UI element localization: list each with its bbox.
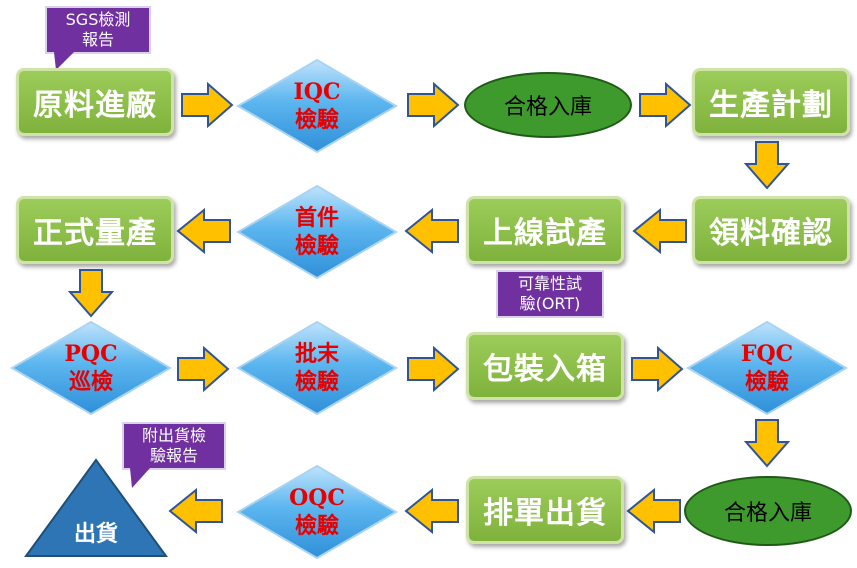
arrow-down-2 <box>68 269 114 318</box>
callout-shipping-pointer <box>130 468 150 488</box>
node-line-production[interactable]: 上線試產 <box>466 196 624 264</box>
node-material-confirm[interactable]: 領料確認 <box>692 196 850 264</box>
callout-shipping-report-line1: 附出貨檢 <box>141 426 206 445</box>
node-stock-in-1[interactable]: 合格入庫 <box>464 72 632 138</box>
node-shipping[interactable]: 出貨 <box>24 458 168 558</box>
node-pqc-line2: 巡檢 <box>68 369 113 395</box>
callout-ort: 可靠性試 驗(ORT) <box>496 270 604 318</box>
node-mass-production[interactable]: 正式量產 <box>16 196 174 264</box>
node-pqc[interactable]: PQC 巡檢 <box>10 320 172 416</box>
callout-sgs-report: SGS檢測 報告 <box>45 6 151 54</box>
node-end-batch-line1: 批末 <box>294 341 339 367</box>
arrow-down-1 <box>744 141 790 190</box>
node-stock-in-2-label: 合格入庫 <box>723 501 812 526</box>
node-fqc[interactable]: FQC 檢驗 <box>686 320 848 416</box>
arrow-right-4 <box>177 346 230 392</box>
node-material-confirm-label: 領料確認 <box>709 216 833 251</box>
node-packing-label: 包裝入箱 <box>483 352 607 387</box>
node-pqc-line1: PQC <box>64 341 118 367</box>
node-mass-production-label: 正式量產 <box>33 216 157 251</box>
arrow-left-4 <box>626 488 681 534</box>
arrow-down-3 <box>744 419 790 468</box>
node-raw-material-in[interactable]: 原料進廠 <box>16 68 174 136</box>
callout-sgs-line1: SGS檢測 <box>65 10 131 29</box>
node-packing[interactable]: 包裝入箱 <box>466 332 624 400</box>
arrow-left-2 <box>404 208 459 254</box>
arrow-right-6 <box>631 346 684 392</box>
node-first-article-line1: 首件 <box>294 205 339 231</box>
callout-ort-line1: 可靠性試 <box>517 274 582 293</box>
node-shipping-label: 出貨 <box>73 522 118 547</box>
callout-ort-line2: 驗(ORT) <box>519 294 581 313</box>
node-line-production-label: 上線試產 <box>483 216 607 251</box>
callout-sgs-pointer <box>54 52 74 70</box>
arrow-right-5 <box>407 346 460 392</box>
node-fqc-line2: 檢驗 <box>744 369 789 395</box>
callout-shipping-report: 附出貨檢 驗報告 <box>122 422 226 470</box>
arrow-right-1 <box>181 82 234 128</box>
node-production-plan-label: 生產計劃 <box>709 88 833 123</box>
arrow-left-3 <box>176 208 231 254</box>
arrow-right-3 <box>639 82 692 128</box>
node-oqc-line1: OQC <box>289 485 345 511</box>
callout-shipping-report-line2: 驗報告 <box>149 446 198 465</box>
node-stock-in-1-label: 合格入庫 <box>503 95 592 120</box>
node-end-batch-line2: 檢驗 <box>294 369 339 395</box>
node-raw-material-in-label: 原料進廠 <box>33 88 157 123</box>
node-ship-order-label: 排單出貨 <box>483 496 607 531</box>
node-iqc[interactable]: IQC 檢驗 <box>236 58 398 154</box>
node-end-batch[interactable]: 批末 檢驗 <box>236 320 398 416</box>
node-fqc-line1: FQC <box>740 341 794 367</box>
node-oqc[interactable]: OQC 檢驗 <box>236 464 398 560</box>
arrow-left-5 <box>404 488 459 534</box>
node-production-plan[interactable]: 生產計劃 <box>692 68 850 136</box>
callout-sgs-line2: 報告 <box>81 30 114 49</box>
node-oqc-line2: 檢驗 <box>294 513 339 539</box>
arrow-left-6 <box>168 488 223 534</box>
arrow-left-1 <box>632 208 687 254</box>
node-stock-in-2[interactable]: 合格入庫 <box>684 476 852 546</box>
node-iqc-line2: 檢驗 <box>294 107 339 133</box>
node-first-article[interactable]: 首件 檢驗 <box>236 184 398 280</box>
node-ship-order[interactable]: 排單出貨 <box>466 476 624 544</box>
node-iqc-line1: IQC <box>293 79 341 105</box>
node-first-article-line2: 檢驗 <box>294 233 339 259</box>
arrow-right-2 <box>407 82 460 128</box>
